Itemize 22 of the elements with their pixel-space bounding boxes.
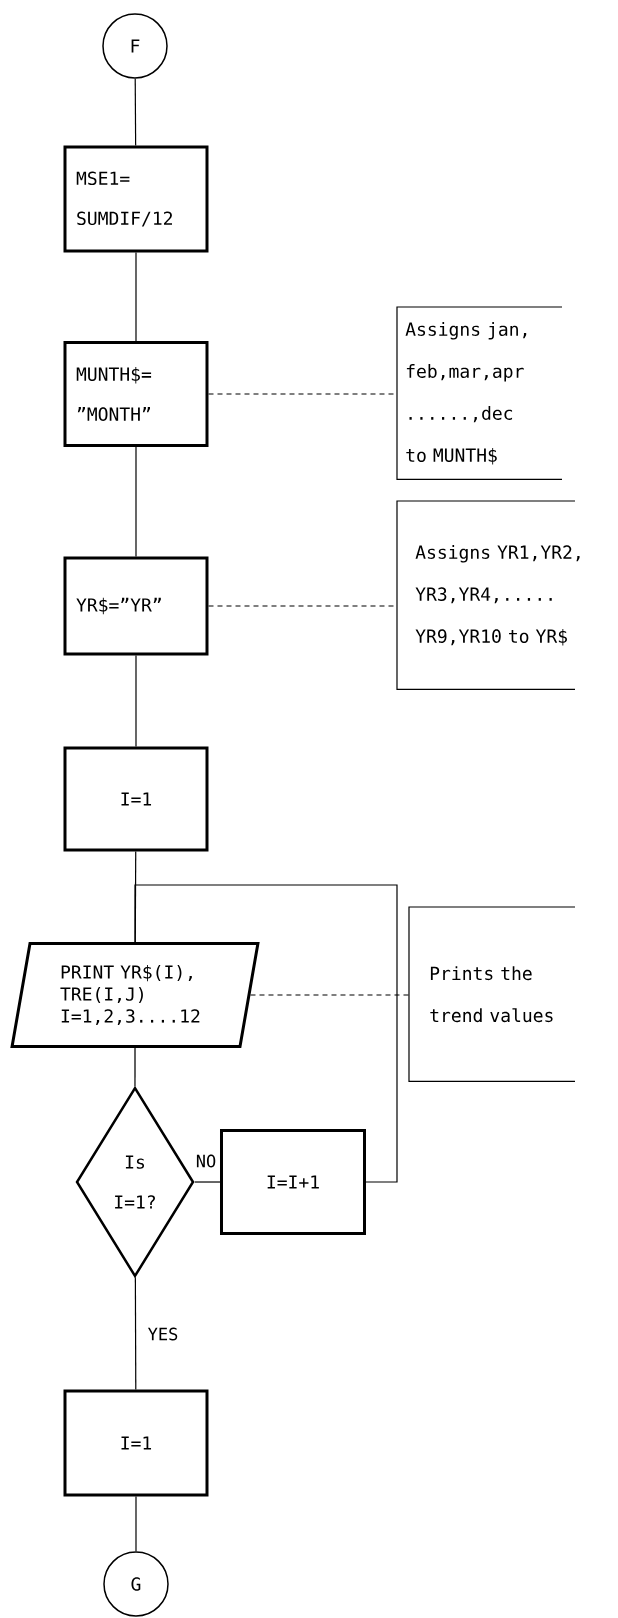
process-box: MUNTH$= ”MONTH” — [63, 341, 209, 447]
process-box: I=I+1 — [220, 1129, 366, 1235]
flow-line — [134, 1047, 136, 1087]
process-box: I=1 — [63, 1389, 209, 1497]
flow-line — [135, 1495, 137, 1552]
flow-line — [135, 251, 137, 342]
process-box: YR$=”YR” — [63, 556, 209, 656]
process-box: MSE1= SUMDIF/12 — [63, 145, 209, 253]
edge-label: NO — [194, 1153, 218, 1169]
annotation-bracket: Assigns YR1,YR2, YR3,YR4,..... YR9,YR10 to YR$ — [396, 500, 580, 690]
leader-line — [249, 994, 410, 996]
flow-line — [134, 78, 137, 147]
process-box: I=1 — [63, 746, 209, 852]
flow-line — [135, 446, 137, 558]
annotation-bracket: Assigns jan, feb,mar,apr ......,dec to MUNTH$ — [396, 306, 563, 481]
flow-line — [135, 654, 137, 748]
edge-label: YES — [146, 1326, 180, 1342]
flow-line — [194, 1181, 221, 1183]
flow-line — [134, 1276, 137, 1391]
flow-line — [134, 884, 398, 1183]
annotation-bracket: Prints the trend values — [408, 906, 576, 1082]
input-output-parallelogram: PRINT YR$(I), TRE(I,J) I=1,2,3....12 — [10, 942, 260, 1048]
